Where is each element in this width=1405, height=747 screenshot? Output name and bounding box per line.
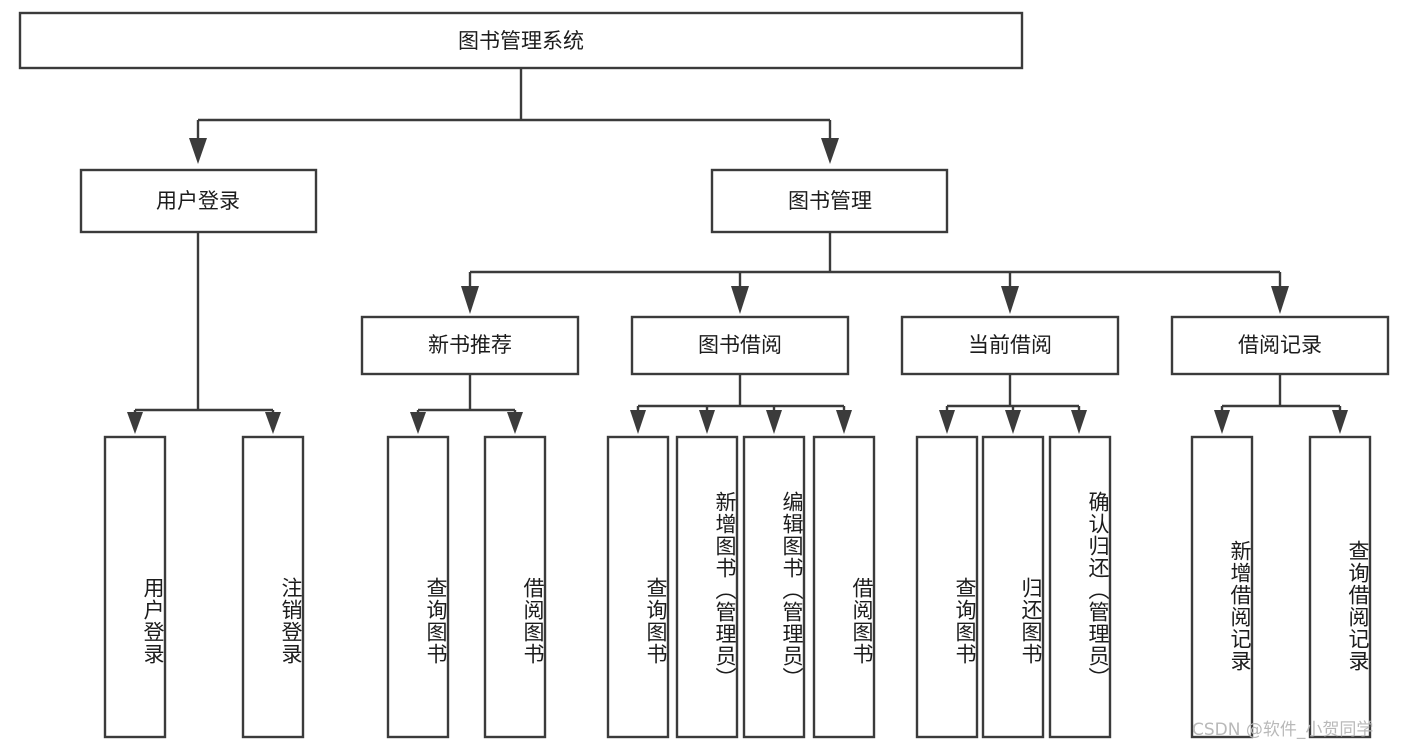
node-box-book-manage[interactable] [710,168,949,234]
arrow-head-to-book-borrow [731,286,749,314]
node-box-leaf-query-book-current[interactable] [915,435,979,739]
arrow-head-bookborrow-leaf-1 [630,410,646,434]
node-level3-current-borrow[interactable]: 当前借阅 [900,315,1120,376]
arrow-head-bookborrow-leaf-4 [836,410,852,434]
node-label-borrow-record: 借阅记录 [1238,333,1322,357]
node-box-leaf-borrow-book-rec[interactable] [483,435,547,739]
node-label-book-borrow: 图书借阅 [698,333,782,357]
node-box-borrow-record[interactable] [1170,315,1390,376]
node-box-user-login[interactable] [79,168,318,234]
node-box-leaf-logout[interactable] [241,435,305,739]
arrow-head-to-book-manage [821,138,839,164]
arrow-head-to-user-login [189,138,207,164]
node-box-leaf-confirm-return-admin[interactable] [1048,435,1112,739]
connector-group-currentborrow-to-leaves [939,374,1087,434]
node-box-leaf-borrow-book[interactable] [812,435,876,739]
arrow-head-userlogin-leaf-1 [127,412,143,434]
node-box-leaf-edit-book-admin[interactable] [742,435,806,739]
arrow-head-userlogin-leaf-2 [265,412,281,434]
node-box-current-borrow[interactable] [900,315,1120,376]
arrow-head-to-new-book-rec [461,286,479,314]
node-label-book-manage: 图书管理 [788,189,872,213]
node-box-leaf-query-book-borrow[interactable] [606,435,670,739]
node-level2-book-manage[interactable]: 图书管理 [710,168,949,234]
connector-group-bookmanage-to-level3 [461,232,1289,314]
node-label-user-login: 用户登录 [156,189,240,213]
arrow-head-currentborrow-leaf-1 [939,410,955,434]
connector-group-bookborrow-to-leaves [630,374,852,434]
node-root[interactable]: 图书管理系统 [18,11,1024,70]
node-box-leaf-user-login[interactable] [103,435,167,739]
arrow-head-newbookrec-leaf-1 [410,412,426,434]
node-box-leaf-query-borrow-record[interactable] [1308,435,1372,739]
arrow-head-to-borrow-record [1271,286,1289,314]
leaf-box-group [103,435,1372,739]
node-label-new-book-rec: 新书推荐 [428,333,512,357]
arrow-head-borrowrecord-leaf-1 [1214,410,1230,434]
node-label-root: 图书管理系统 [458,29,584,53]
node-level3-new-book-rec[interactable]: 新书推荐 [360,315,580,376]
node-box-new-book-rec[interactable] [360,315,580,376]
node-label-current-borrow: 当前借阅 [968,333,1052,357]
arrow-head-bookborrow-leaf-2 [699,410,715,434]
arrow-head-to-current-borrow [1001,286,1019,314]
node-box-root[interactable] [18,11,1024,70]
arrow-head-currentborrow-leaf-3 [1071,410,1087,434]
connector-group-root-to-level2 [189,68,839,164]
node-level3-borrow-record[interactable]: 借阅记录 [1170,315,1390,376]
arrow-head-bookborrow-leaf-3 [766,410,782,434]
arrow-head-newbookrec-leaf-2 [507,412,523,434]
arrow-head-borrowrecord-leaf-2 [1332,410,1348,434]
csdn-watermark: CSDN @软件_小贺同学 [1192,720,1374,740]
connector-group-newbookrec-to-leaves [410,374,523,434]
node-box-leaf-add-book-admin[interactable] [675,435,739,739]
node-level3-book-borrow[interactable]: 图书借阅 [630,315,850,376]
node-box-leaf-add-borrow-record[interactable] [1190,435,1254,739]
node-box-book-borrow[interactable] [630,315,850,376]
connector-group-borrowrecord-to-leaves [1214,374,1348,434]
node-level2-user-login[interactable]: 用户登录 [79,168,318,234]
connector-group-userlogin-to-leaves [127,232,281,434]
node-box-leaf-query-book-rec[interactable] [386,435,450,739]
arrow-head-currentborrow-leaf-2 [1005,410,1021,434]
node-box-leaf-return-book[interactable] [981,435,1045,739]
